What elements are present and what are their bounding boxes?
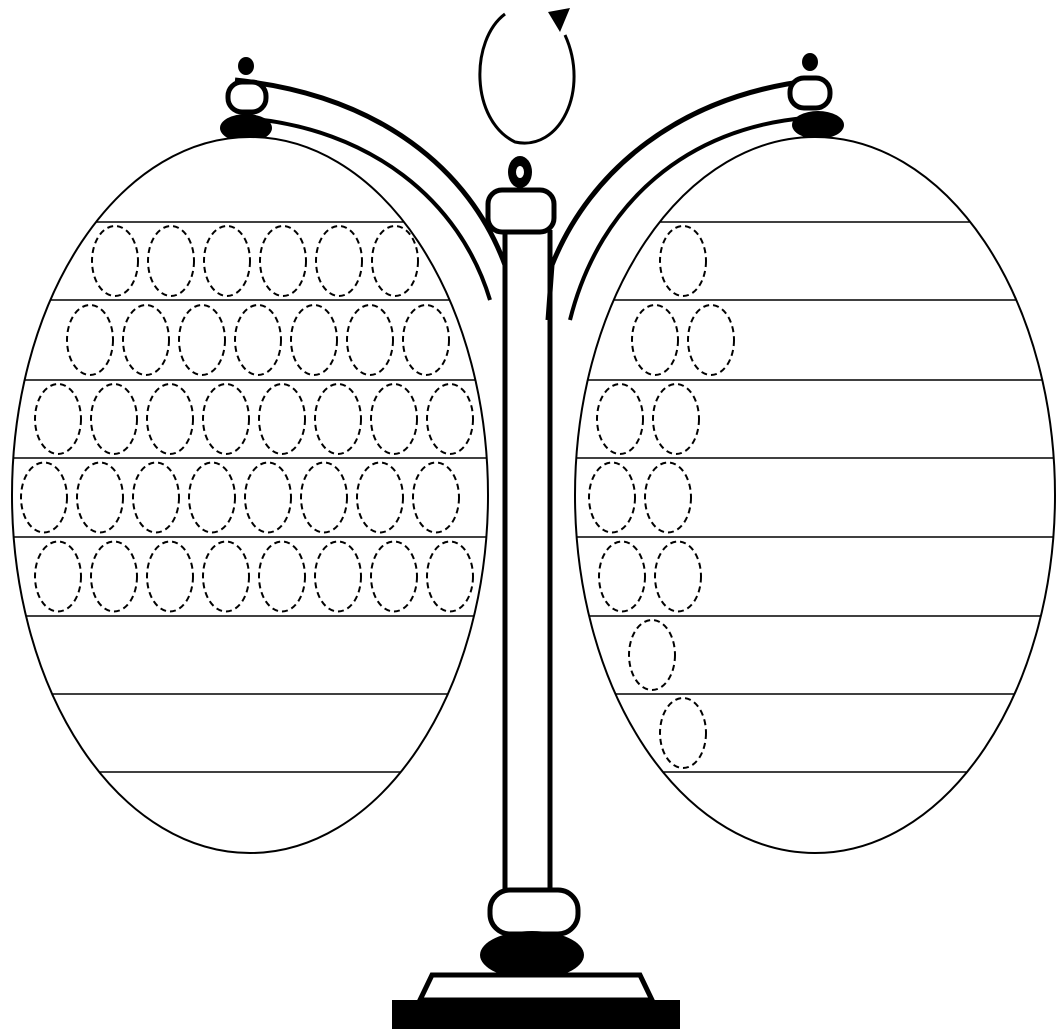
central-column: [488, 156, 554, 890]
right-arm-end-cap: [790, 78, 830, 108]
left-arm-knob: [238, 57, 254, 75]
column-top-collar: [488, 190, 554, 232]
rotation-arrow-icon: [480, 8, 574, 143]
base-knob: [480, 931, 584, 979]
right-pan-hanger: [792, 111, 844, 139]
base-plinth: [420, 975, 652, 1000]
right-pan: [575, 137, 1055, 853]
left-pan: [12, 137, 488, 853]
left-arm-end-cap: [228, 82, 266, 112]
right-arm-knob: [802, 53, 818, 71]
scale-base: [392, 890, 680, 1029]
base-plate: [392, 1000, 680, 1029]
base-collar: [490, 890, 578, 934]
